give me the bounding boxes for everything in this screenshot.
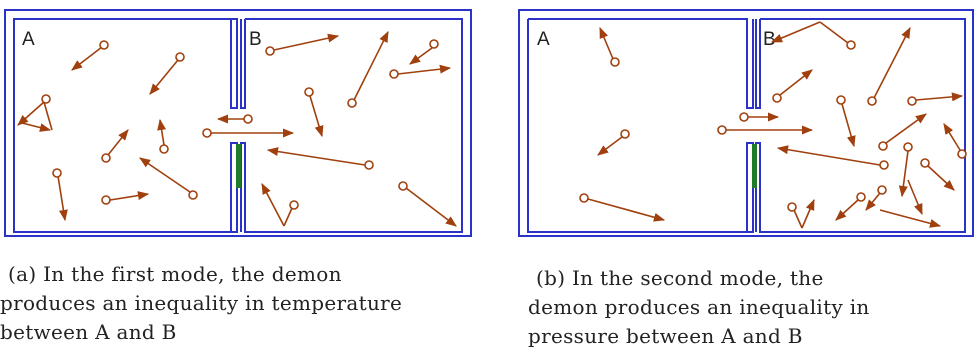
caption-line: between A and B bbox=[0, 320, 177, 344]
caption-panel-b: (b) In the second mode, the demon produc… bbox=[528, 264, 968, 351]
caption-panel-a: (a) In the first mode, the demon produce… bbox=[0, 260, 470, 347]
caption-line: demon produces an inequality in bbox=[528, 295, 870, 319]
outer-container-wall bbox=[518, 9, 974, 237]
caption-line: produces an inequality in temperature bbox=[0, 291, 403, 315]
demon-trapdoor bbox=[236, 144, 241, 188]
chamber-b-wall bbox=[755, 18, 966, 233]
caption-line: pressure between A and B bbox=[528, 324, 803, 348]
panel-a-diagram: A B bbox=[4, 9, 472, 237]
chamber-b-wall bbox=[240, 18, 463, 233]
caption-line: (a) In the first mode, the demon bbox=[8, 262, 342, 286]
room-a-label: A bbox=[537, 29, 550, 50]
room-b-label: B bbox=[249, 29, 262, 50]
caption-line: (b) In the second mode, the bbox=[536, 266, 824, 290]
molecules-a bbox=[17, 30, 457, 227]
demon-trapdoor bbox=[752, 144, 757, 188]
room-b-label: B bbox=[763, 29, 776, 50]
maxwell-demon-diagram: A B bbox=[4, 9, 974, 237]
outer-container-wall bbox=[4, 9, 472, 237]
chamber-a-wall bbox=[527, 18, 754, 233]
panel-b-diagram: A B bbox=[518, 9, 974, 237]
chamber-a-wall bbox=[13, 18, 238, 233]
molecules-b bbox=[579, 21, 967, 229]
room-a-label: A bbox=[22, 29, 35, 50]
